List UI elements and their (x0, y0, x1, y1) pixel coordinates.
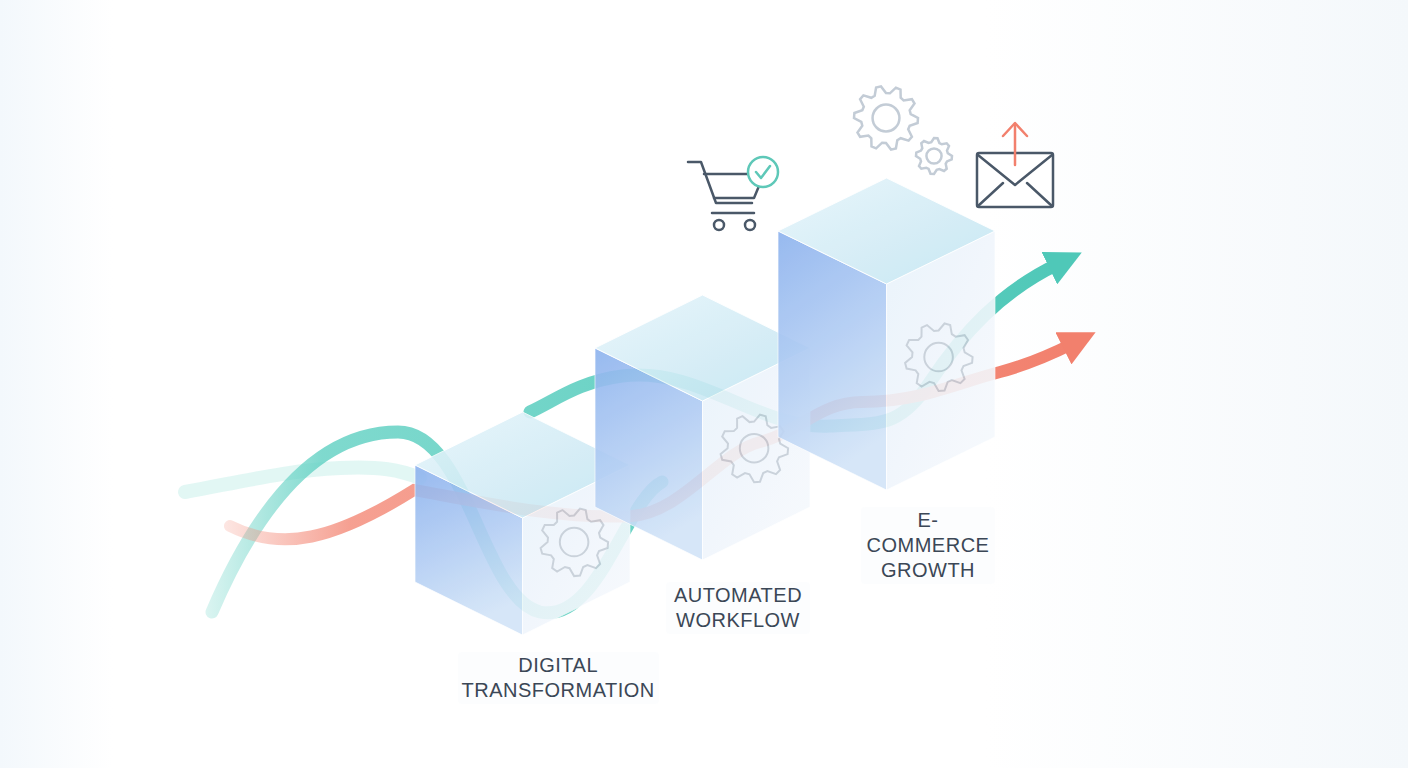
upload-arrow (1003, 123, 1027, 165)
gear-icons (854, 86, 952, 174)
cube-gear (541, 509, 609, 576)
cube-caption: E-COMMERCE GROWTH (861, 507, 995, 584)
gear-hub (924, 343, 953, 372)
check-badge (748, 157, 778, 187)
gear-outline (905, 324, 973, 392)
cube-gear (905, 324, 973, 392)
gear-outline (854, 86, 918, 149)
cube-top-face (778, 178, 995, 284)
cube-node: E-COMMERCE GROWTH (778, 178, 995, 490)
cube-caption: AUTOMATED WORKFLOW (666, 582, 810, 634)
gear-hub (740, 434, 769, 463)
gear-hub (873, 105, 900, 132)
cube-caption: DIGITAL TRANSFORMATION (458, 652, 659, 704)
gear-hub (560, 528, 589, 557)
gear-outline (541, 509, 609, 576)
cube-shape (778, 178, 995, 490)
gear-hub (926, 148, 941, 163)
gear-outline (916, 138, 952, 174)
